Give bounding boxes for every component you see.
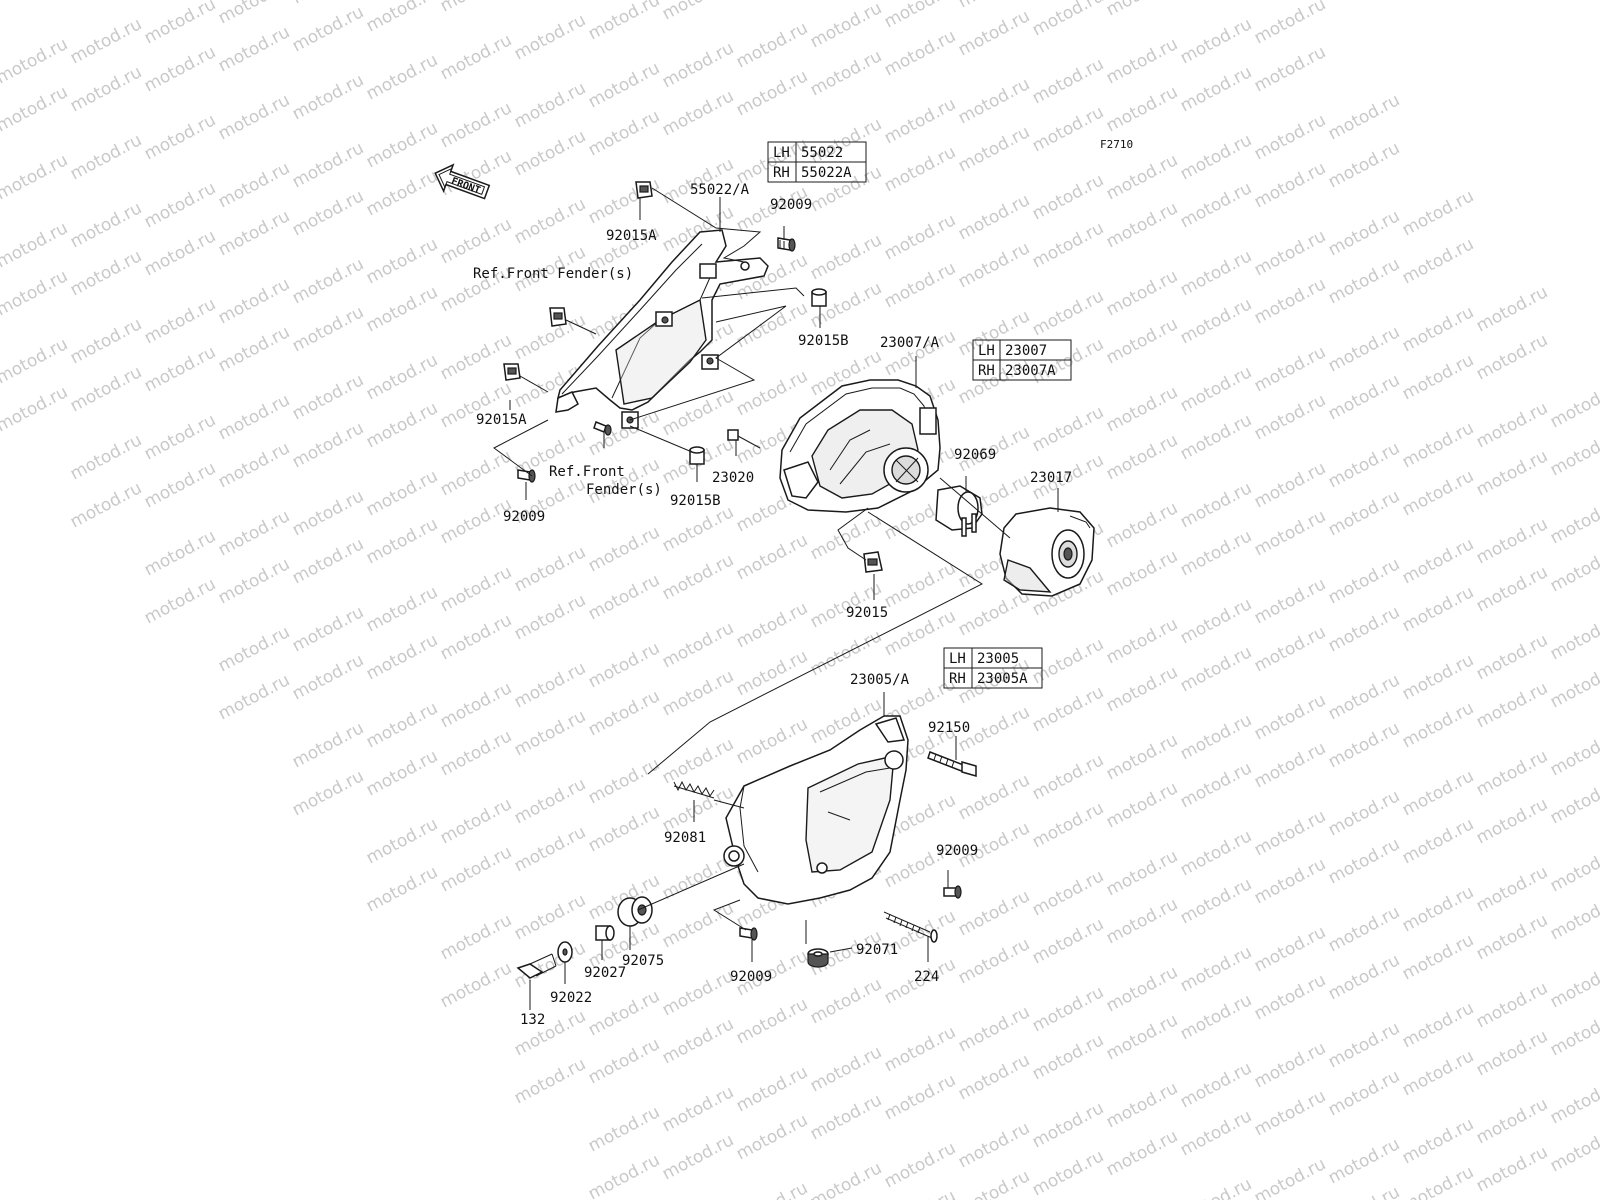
label-92015: 92015 <box>846 605 888 621</box>
label-92027: 92027 <box>584 965 626 981</box>
label-92009-bottom: 92009 <box>730 969 772 985</box>
clip-92015a-mid <box>549 307 567 327</box>
nut-23020 <box>727 429 739 441</box>
bulb-92069 <box>935 485 983 537</box>
label-132: 132 <box>520 1012 545 1028</box>
label-92071: 92071 <box>856 942 898 958</box>
clip-92015 <box>863 551 883 573</box>
label-92015a-left: 92015A <box>476 412 527 428</box>
clip-92015a-left <box>503 363 521 381</box>
table-cell: RH <box>773 165 790 181</box>
label-92015b-right: 92015B <box>798 333 849 349</box>
label-92015a-top: 92015A <box>606 228 657 244</box>
figure-code: F2710 <box>1100 138 1133 151</box>
table-cell: 55022A <box>801 165 852 181</box>
front-arrow-icon: FRONT <box>434 163 491 200</box>
label-92069: 92069 <box>954 447 996 463</box>
label-ref-fender-2b: Fender(s) <box>586 482 662 498</box>
table-cell: 55022 <box>801 145 843 161</box>
label-55022a: 55022/A <box>690 182 750 198</box>
label-92075: 92075 <box>622 953 664 969</box>
headlight-cover-bracket <box>555 229 769 429</box>
table-cell: 23005 <box>977 651 1019 667</box>
grommet-92075 <box>617 896 653 927</box>
label-92009-left: 92009 <box>503 509 545 525</box>
leader-lines <box>493 187 1059 1010</box>
screw-224 <box>883 911 938 943</box>
screw-ref-fender <box>593 421 612 436</box>
label-23017: 23017 <box>1030 470 1072 486</box>
label-23020: 23020 <box>712 470 754 486</box>
label-92081: 92081 <box>664 830 706 846</box>
table-cell: 23007A <box>1005 363 1056 379</box>
table-23005: LH 23005 RH 23005A <box>943 647 1043 689</box>
grommet-92071 <box>807 948 829 968</box>
table-55022: LH 55022 RH 55022A <box>767 141 867 183</box>
label-92022: 92022 <box>550 990 592 1006</box>
table-cell: LH <box>978 343 995 359</box>
screw-92009-right <box>943 885 962 899</box>
table-cell: RH <box>949 671 966 687</box>
part-labels: 55022/A 92009 92015A Ref.Front Fender(s)… <box>473 182 1072 1028</box>
collar-92027 <box>595 925 615 941</box>
dust-cover-23017 <box>999 507 1095 597</box>
label-92009-right: 92009 <box>936 843 978 859</box>
screw-92009-top <box>777 237 796 252</box>
label-23005a: 23005/A <box>850 672 910 688</box>
spring-92081 <box>673 780 715 799</box>
label-92009-top: 92009 <box>770 197 812 213</box>
label-23007a: 23007/A <box>880 335 940 351</box>
label-ref-fender-2a: Ref.Front <box>549 464 625 480</box>
collar-92015b-low <box>689 446 705 465</box>
washer-92022 <box>557 941 573 963</box>
collar-92015b-right <box>811 288 827 307</box>
label-ref-fender-1: Ref.Front Fender(s) <box>473 266 633 282</box>
table-cell: LH <box>949 651 966 667</box>
screw-92009-bottom <box>739 927 758 941</box>
headlight-housing <box>723 715 909 905</box>
headlight-unit <box>779 379 941 513</box>
table-cell: LH <box>773 145 790 161</box>
label-92015b-low: 92015B <box>670 493 721 509</box>
clip-92015a-top <box>635 181 653 199</box>
bolt-132 <box>516 953 557 979</box>
table-cell: RH <box>978 363 995 379</box>
label-224: 224 <box>914 969 939 985</box>
table-cell: 23007 <box>1005 343 1047 359</box>
label-92150: 92150 <box>928 720 970 736</box>
table-cell: 23005A <box>977 671 1028 687</box>
table-23007: LH 23007 RH 23007A <box>972 339 1072 381</box>
bolt-92150 <box>927 751 977 777</box>
